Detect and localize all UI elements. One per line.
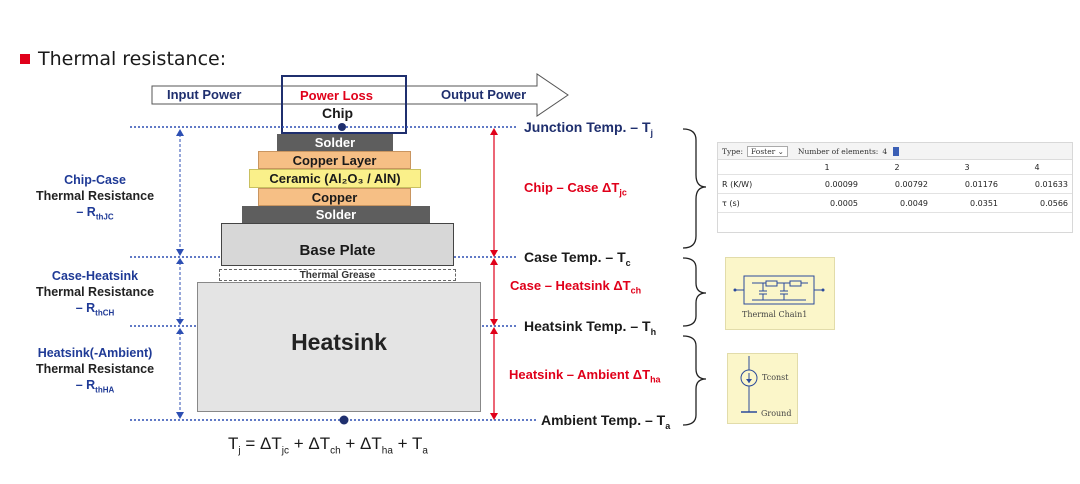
num-elements-label: Number of elements:: [797, 146, 879, 156]
temperature-source-icon: [740, 356, 758, 413]
solder-top-layer: Solder: [277, 134, 393, 151]
power-flow-arrow: [151, 73, 569, 117]
rthha-line1: Heatsink(-Ambient): [37, 346, 153, 360]
base-plate: Base Plate: [221, 223, 454, 266]
junction-temp-label: Junction Temp. – Tj: [524, 119, 654, 138]
tau-row-label: τ (s): [718, 193, 792, 213]
rthjc-line2: Thermal Resistance: [35, 189, 155, 203]
input-power-label: Input Power: [167, 87, 242, 102]
ambient-dot: [339, 415, 349, 425]
rthha-label: Heatsink(-Ambient) Thermal Resistance – …: [20, 345, 170, 399]
brace-ch: [682, 257, 707, 327]
tconst-block[interactable]: Tconst Ground: [727, 353, 798, 424]
chip-box: [281, 75, 407, 134]
rthch-line3: – R: [75, 301, 96, 315]
rthha-line2: Thermal Resistance: [35, 362, 155, 376]
power-loss-label: Power Loss: [300, 88, 373, 103]
delta-ha-label: Heatsink – Ambient ΔTha: [509, 367, 661, 385]
table-cell[interactable]: 0.0049: [862, 193, 932, 213]
chip-label: Chip: [322, 105, 354, 121]
junction-dot: [338, 123, 346, 131]
table-cell[interactable]: 0.01176: [932, 174, 1002, 194]
output-power-label: Output Power: [441, 87, 527, 102]
r-row-label: R (K/W): [718, 174, 792, 194]
foster-table: 1 2 3 4 R (K/W) 0.00099 0.00792 0.01176 …: [718, 160, 1072, 213]
rthjc-line1: Chip-Case: [64, 173, 126, 187]
table-cell[interactable]: 0.0005: [792, 193, 862, 213]
ceramic-layer: Ceramic (Al₂O₃ / AlN): [249, 169, 421, 188]
ground-label: Ground: [761, 409, 792, 418]
rthch-line2: Thermal Resistance: [35, 285, 155, 299]
tconst-label: Tconst: [762, 373, 789, 382]
table-cell[interactable]: 0.01633: [1002, 174, 1072, 194]
rthha-line3: – R: [75, 378, 96, 392]
rthha-sub: thHA: [95, 385, 115, 395]
brace-ha: [682, 335, 707, 426]
foster-table-panel: Type: Foster ⌄ Number of elements: 4 1 2…: [717, 142, 1073, 233]
num-elements-value: 4: [882, 146, 888, 156]
delta-ch-label: Case – Heatsink ΔTch: [510, 278, 642, 296]
rthch-line1: Case-Heatsink: [51, 269, 139, 283]
slide-title: Thermal resistance:: [20, 48, 226, 70]
type-select[interactable]: Foster ⌄: [747, 145, 788, 157]
type-label: Type:: [722, 146, 744, 156]
ambient-temp-label: Ambient Temp. – Ta: [541, 412, 671, 431]
delta-jc-label: Chip – Case ΔTjc: [524, 180, 627, 198]
title-text: Thermal resistance:: [38, 48, 227, 70]
thermal-chain-block[interactable]: Thermal Chain1: [725, 257, 835, 330]
copper-bottom-layer: Copper: [258, 188, 411, 206]
rthjc-sub: thJC: [95, 212, 114, 222]
thermal-chain-icon: [733, 275, 825, 305]
table-cell[interactable]: 0.0351: [932, 193, 1002, 213]
formula: Tj = ΔTjc + ΔTch + ΔTha + Ta: [228, 434, 428, 457]
table-row: R (K/W) 0.00099 0.00792 0.01176 0.01633: [718, 174, 1072, 194]
spinner-icon[interactable]: [893, 146, 900, 156]
rthjc-line3: – R: [76, 205, 96, 219]
foster-toolbar: Type: Foster ⌄ Number of elements: 4: [718, 143, 1072, 160]
solder-bottom-layer: Solder: [242, 206, 430, 223]
case-temp-label: Case Temp. – Tc: [524, 249, 631, 268]
heatsink-temp-label: Heatsink Temp. – Th: [524, 318, 657, 337]
brace-jc: [682, 128, 707, 249]
table-cell[interactable]: 0.00792: [862, 174, 932, 194]
table-cell[interactable]: 0.00099: [792, 174, 862, 194]
rthjc-label: Chip-Case Thermal Resistance – RthJC: [20, 172, 170, 226]
rthch-label: Case-Heatsink Thermal Resistance – RthCH: [20, 268, 170, 322]
table-row: τ (s) 0.0005 0.0049 0.0351 0.0566: [718, 193, 1072, 213]
rthch-sub: thCH: [95, 308, 115, 318]
title-bullet: [20, 54, 30, 64]
thermal-grease: Thermal Grease: [219, 269, 456, 281]
table-header-row: 1 2 3 4: [718, 160, 1072, 175]
table-cell[interactable]: 0.0566: [1002, 193, 1072, 213]
heatsink-block: Heatsink: [197, 282, 481, 412]
copper-layer: Copper Layer: [258, 151, 411, 169]
thermal-chain-label: Thermal Chain1: [742, 310, 808, 319]
